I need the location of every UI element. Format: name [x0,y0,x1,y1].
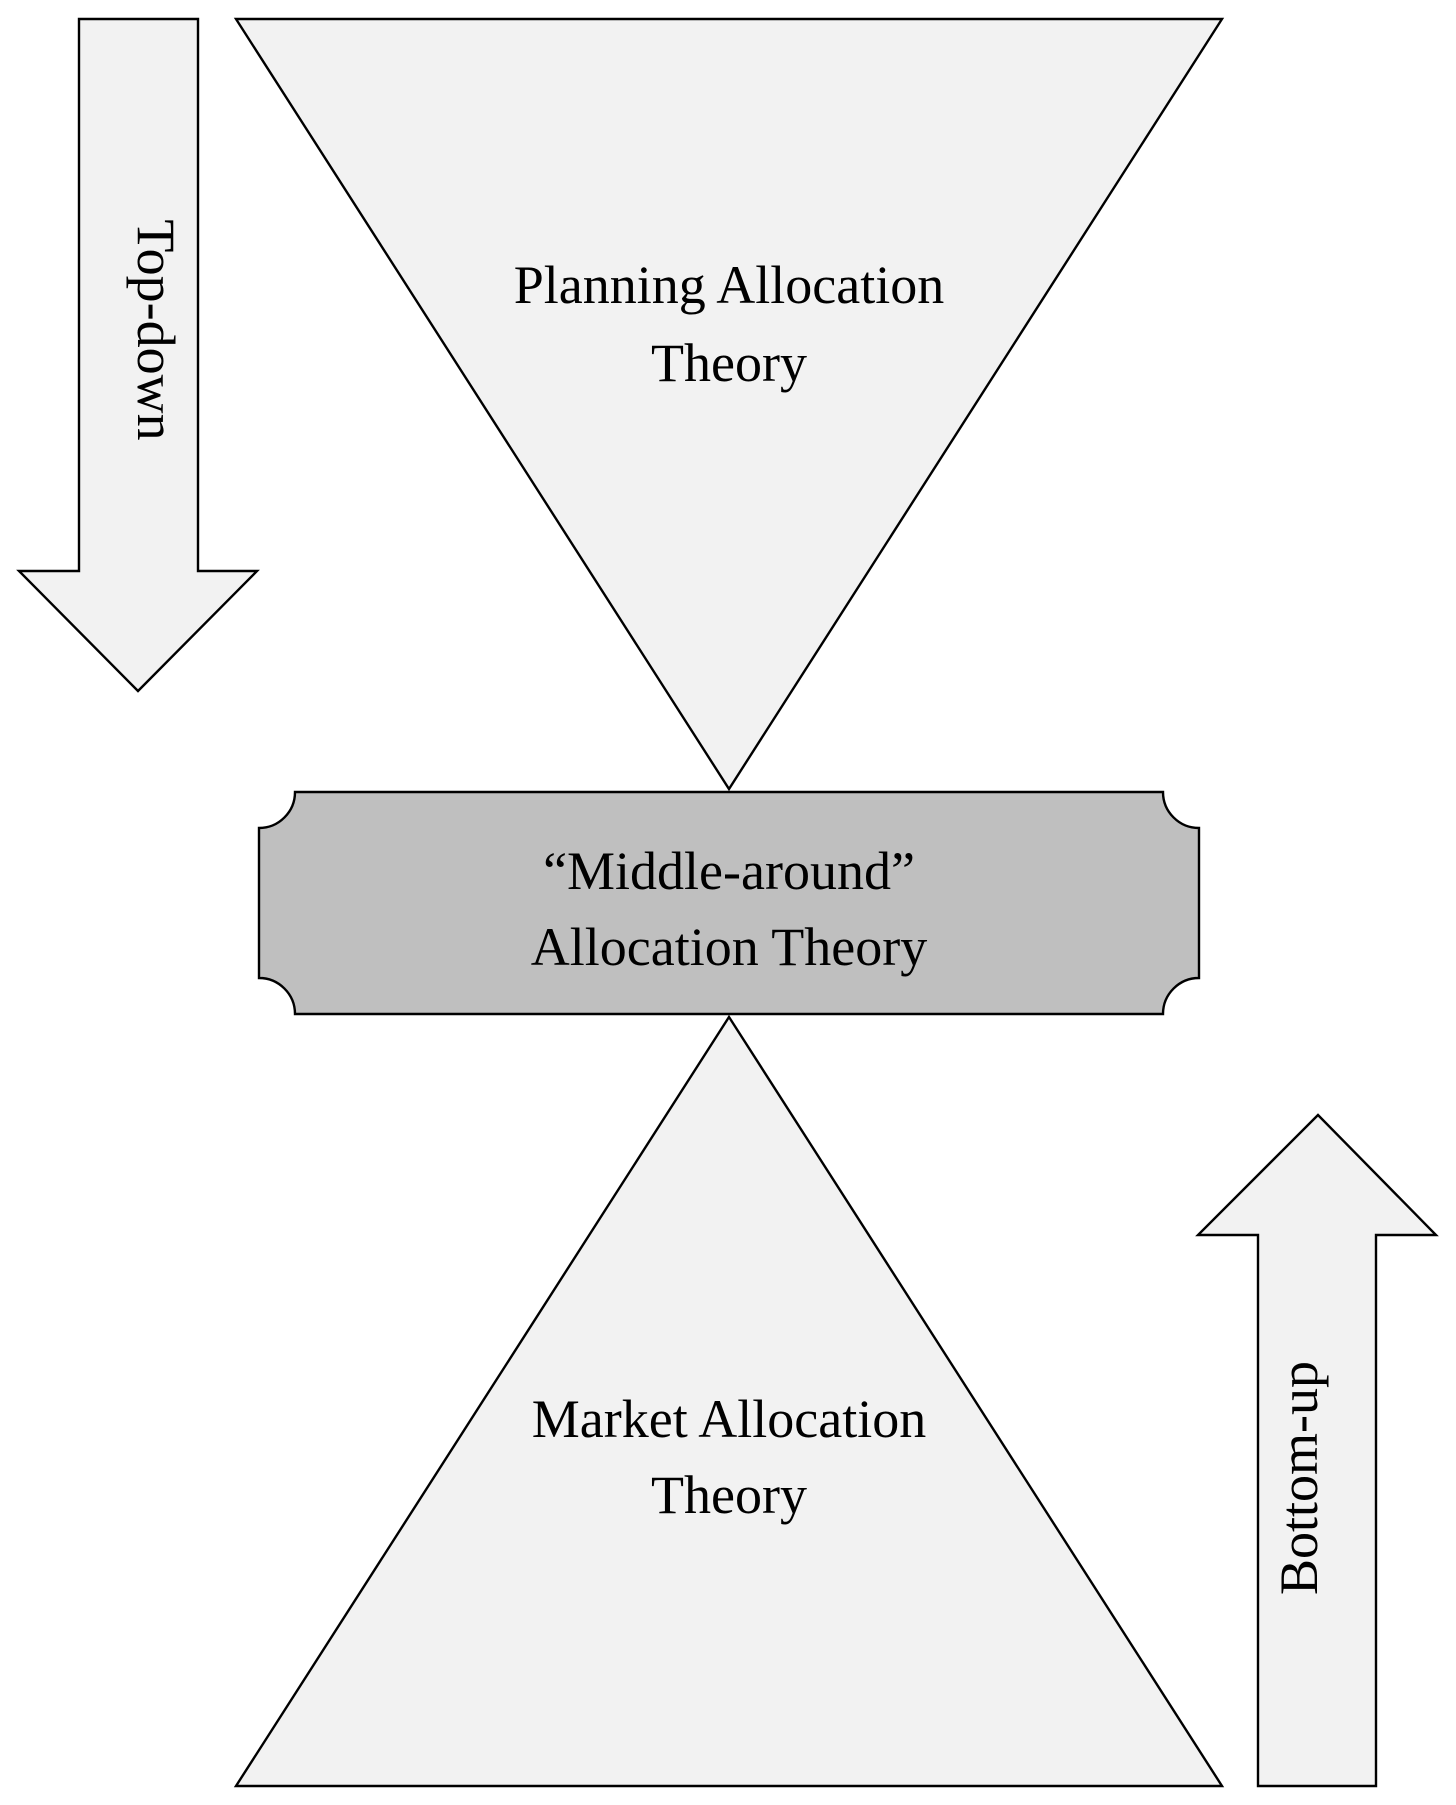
plaque-shape [257,790,1201,1016]
middle-label-line2: Allocation Theory [531,917,927,977]
planning-label-line1: Planning Allocation [514,255,944,315]
arrow-up-icon [1195,1113,1439,1788]
planning-allocation-node: Planning Allocation Theory [233,17,1225,792]
market-label-line1: Market Allocation [532,1389,926,1449]
top-down-label: Top-down [126,219,186,440]
market-label-line2: Theory [651,1465,807,1525]
bottom-up-arrow: Bottom-up [1195,1113,1439,1788]
triangle-shape [233,1014,1225,1788]
middle-label-line1: “Middle-around” [543,841,915,901]
bottom-up-label: Bottom-up [1269,1361,1329,1595]
top-down-arrow: Top-down [16,17,260,693]
middle-around-node: “Middle-around” Allocation Theory [257,790,1201,1016]
market-allocation-node: Market Allocation Theory [233,1014,1225,1788]
inverted-triangle-shape [233,17,1225,792]
arrow-down-icon [16,17,260,693]
planning-label-line2: Theory [651,333,807,393]
